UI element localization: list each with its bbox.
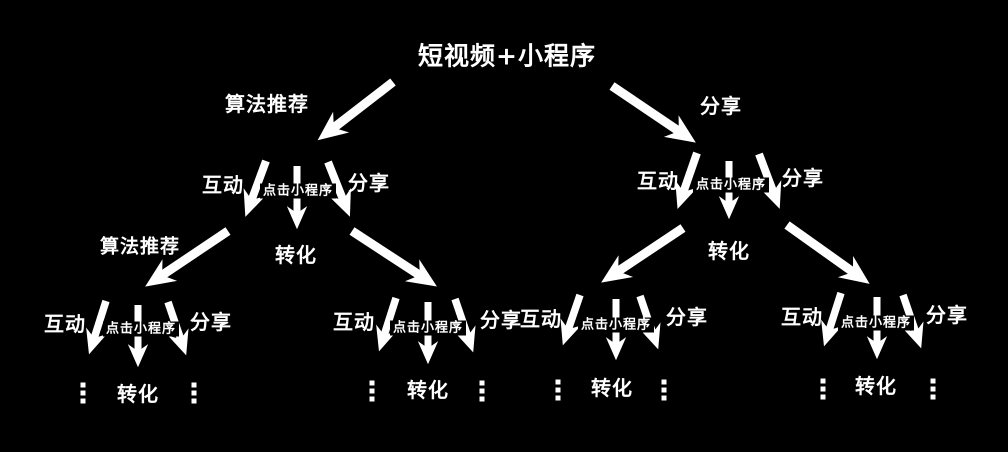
share-label: 分享 — [348, 171, 390, 195]
continuation-ellipsis — [80, 382, 86, 404]
convert-label: 转化 — [855, 374, 897, 398]
share-label: 分享 — [480, 308, 522, 332]
interact-label: 互动 — [202, 173, 244, 197]
click-miniprogram-label: 点击小程序 — [259, 183, 337, 199]
interact-label: 互动 — [44, 312, 86, 336]
edge-label-algorithm-recommend: 算法推荐 — [225, 92, 309, 116]
l1-left-share-arrow — [324, 160, 351, 217]
edge-l1-right-to-child4-arrow — [784, 221, 870, 284]
continuation-ellipsis — [191, 382, 197, 404]
continuation-ellipsis — [555, 379, 561, 401]
click-miniprogram-label: 点击小程序 — [102, 321, 180, 337]
share-label: 分享 — [926, 303, 968, 327]
edge-root-to-left-node-arrow — [317, 78, 396, 141]
continuation-ellipsis — [369, 380, 375, 402]
share-label: 分享 — [190, 310, 232, 334]
l2-n2-interact-arrow — [376, 296, 400, 352]
share-label: 分享 — [782, 166, 824, 190]
interact-label: 互动 — [637, 169, 679, 193]
share-label: 分享 — [666, 305, 708, 329]
l2-n4-interact-arrow — [821, 291, 845, 347]
convert-label: 转化 — [275, 243, 317, 267]
click-miniprogram-label: 点击小程序 — [389, 320, 467, 336]
interact-label: 互动 — [333, 310, 375, 334]
click-miniprogram-label: 点击小程序 — [577, 317, 655, 333]
l1-right-interact-arrow — [675, 151, 701, 209]
click-miniprogram-label: 点击小程序 — [692, 177, 770, 193]
edge-label-share: 分享 — [700, 94, 742, 118]
interact-label: 互动 — [781, 305, 823, 329]
convert-label: 转化 — [708, 239, 750, 263]
continuation-ellipsis — [820, 378, 826, 400]
l1-left-interact-arrow — [243, 159, 270, 217]
edge-label-algorithm-recommend: 算法推荐 — [99, 235, 181, 258]
edge-l1-left-to-child2-arrow — [349, 227, 437, 287]
edge-l1-left-to-child1-arrow — [145, 227, 231, 287]
continuation-ellipsis — [930, 378, 936, 400]
page-title: 短视频+小程序 — [418, 41, 596, 71]
edge-root-to-right-node-arrow — [609, 82, 696, 143]
l1-right-share-arrow — [755, 152, 782, 209]
edge-l1-right-to-child3-arrow — [601, 224, 686, 283]
l2-n3-interact-arrow — [560, 293, 584, 346]
continuation-ellipsis — [661, 379, 667, 401]
click-miniprogram-label: 点击小程序 — [837, 315, 915, 331]
l2-n1-interact-arrow — [86, 299, 110, 355]
convert-label: 转化 — [591, 376, 633, 400]
interact-label: 互动 — [520, 307, 562, 331]
continuation-ellipsis — [479, 380, 485, 402]
convert-label: 转化 — [407, 378, 449, 402]
convert-label: 转化 — [117, 382, 159, 406]
